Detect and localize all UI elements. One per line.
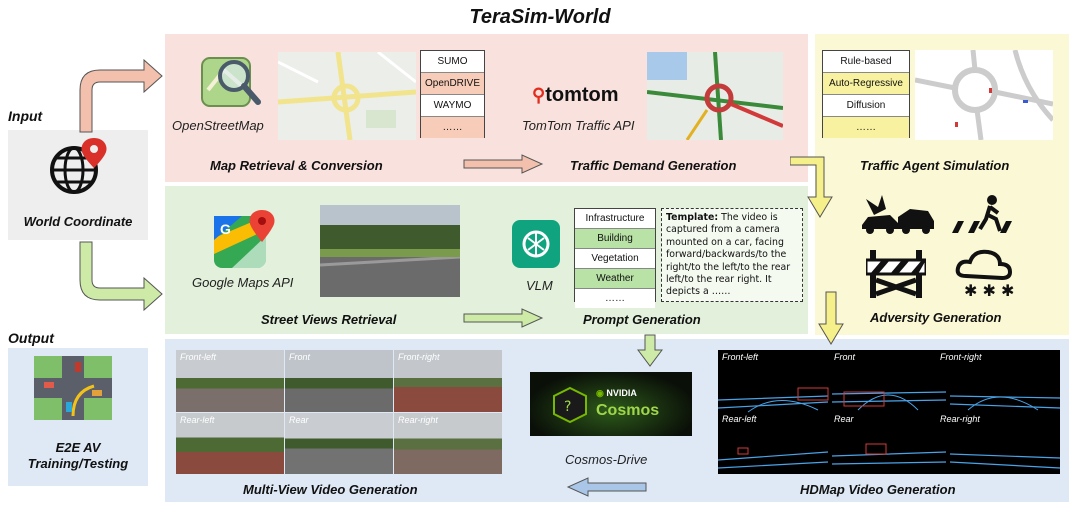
camera-view-rear: Rear	[285, 413, 393, 474]
nvidia-brand: ◉ NVIDIA	[596, 388, 637, 399]
map-retrieval-stage-label: Map Retrieval & Conversion	[210, 158, 383, 173]
camera-label: Front	[289, 352, 311, 362]
openstreetmap-logo-icon	[201, 57, 261, 107]
method-more: ……	[823, 117, 909, 138]
method-auto-regressive: Auto-Regressive	[823, 73, 909, 95]
hdmap-label-rear: Rear	[834, 414, 854, 424]
method-diffusion: Diffusion	[823, 95, 909, 117]
agent-method-table: Rule-based Auto-Regressive Diffusion ……	[822, 50, 910, 138]
snow-cloud-icon: ✱ ✱ ✱	[955, 249, 1014, 298]
tomtom-wordmark: tomtom	[545, 84, 619, 106]
tomtom-logo: ⚲tomtom	[532, 84, 619, 107]
street-to-prompt-arrow	[463, 308, 544, 328]
output-box: E2E AV Training/Testing	[8, 348, 148, 486]
camera-label: Rear-right	[398, 415, 438, 425]
page-title: TeraSim-World	[469, 6, 611, 28]
camera-view-front-left: Front-left	[176, 350, 284, 412]
input-label: Input	[8, 108, 43, 124]
hdmap-label-front-left: Front-left	[722, 352, 759, 362]
prompt-to-cosmos-arrow	[637, 334, 663, 367]
tomtom-label: TomTom Traffic API	[522, 118, 635, 133]
google-maps-logo-icon: G	[214, 210, 275, 268]
format-waymo: WAYMO	[421, 95, 484, 117]
attribute-more: ……	[575, 289, 655, 308]
prompt-generation-stage-label: Prompt Generation	[583, 312, 701, 327]
chatgpt-logo-icon	[512, 220, 560, 268]
hdmap-label-front: Front	[834, 352, 856, 362]
agent-simulation-map-image	[915, 50, 1053, 140]
format-sumo: SUMO	[421, 51, 484, 73]
scene-attribute-table: Infrastructure Building Vegetation Weath…	[574, 208, 656, 308]
attribute-weather: Weather	[575, 269, 655, 289]
nvidia-brand-text: NVIDIA	[606, 388, 637, 398]
cosmos-drive-label: Cosmos-Drive	[565, 452, 648, 467]
openstreetmap-label: OpenStreetMap	[172, 118, 264, 133]
cosmos-to-multiview-arrow	[566, 477, 647, 497]
intersection-scene-icon	[34, 356, 112, 420]
input-arrow-down	[79, 241, 163, 312]
output-box-label: E2E AV Training/Testing	[27, 440, 129, 471]
agent-simulation-stage-label: Traffic Agent Simulation	[860, 158, 1010, 173]
hdmap-label-rear-right: Rear-right	[940, 414, 980, 424]
camera-label: Front-left	[180, 352, 217, 362]
attribute-vegetation: Vegetation	[575, 249, 655, 269]
method-rule-based: Rule-based	[823, 51, 909, 73]
input-arrow-up	[79, 58, 163, 133]
hdmap-video-grid: Front-left Front Front-right Rear-left R…	[718, 350, 1060, 474]
street-views-stage-label: Street Views Retrieval	[261, 312, 397, 327]
vlm-label: VLM	[526, 278, 553, 293]
tomtom-pin-icon: ⚲	[532, 85, 546, 105]
svg-text:✱ ✱ ✱: ✱ ✱ ✱	[964, 281, 1014, 298]
world-coordinate-box: World Coordinate	[8, 130, 148, 240]
street-view-photo	[320, 205, 460, 297]
camera-view-front-right: Front-right	[394, 350, 502, 412]
camera-label: Front-right	[398, 352, 440, 362]
output-label: Output	[8, 330, 54, 346]
template-body: The video is captured from a camera moun…	[666, 212, 791, 298]
road-barrier-icon	[866, 250, 926, 298]
globe-pin-icon	[50, 138, 107, 194]
template-heading: Template:	[666, 212, 719, 223]
traffic-demand-stage-label: Traffic Demand Generation	[570, 158, 737, 173]
camera-label: Rear-left	[180, 415, 215, 425]
prompt-template-box: Template: The video is captured from a c…	[661, 208, 803, 302]
format-opendrive: OpenDRIVE	[421, 73, 484, 95]
multiview-stage-label: Multi-View Video Generation	[243, 482, 418, 497]
format-more: ……	[421, 117, 484, 138]
google-maps-label: Google Maps API	[192, 275, 294, 290]
adversity-stage-label: Adversity Generation	[870, 310, 1002, 325]
map-to-demand-arrow	[463, 154, 544, 174]
svg-text:?: ?	[564, 399, 571, 415]
svg-text:G: G	[220, 221, 231, 237]
camera-label: Rear	[289, 415, 309, 425]
pedestrian-crossing-icon	[952, 195, 1012, 233]
hdmap-lanes-graphic	[718, 387, 1060, 469]
hdmap-stage-label: HDMap Video Generation	[800, 482, 956, 497]
car-crash-icon	[862, 195, 934, 234]
hdmap-label-front-right: Front-right	[940, 352, 982, 362]
map-format-table: SUMO OpenDRIVE WAYMO ……	[420, 50, 485, 138]
camera-view-front: Front	[285, 350, 393, 412]
multiview-video-grid: Front-left Front Front-right Rear-left R…	[176, 350, 502, 474]
cosmos-logo-box: ? ◉ NVIDIA Cosmos	[530, 372, 692, 436]
cosmos-cube-icon: ?	[553, 386, 587, 424]
camera-view-rear-left: Rear-left	[176, 413, 284, 474]
tomtom-traffic-map-image	[647, 52, 783, 140]
world-coordinate-label: World Coordinate	[23, 214, 133, 229]
attribute-infrastructure: Infrastructure	[575, 209, 655, 229]
demand-to-agent-arrow	[790, 156, 833, 218]
hdmap-label-rear-left: Rear-left	[722, 414, 757, 424]
osm-map-image	[278, 52, 416, 140]
adversity-to-hdmap-arrow	[818, 291, 844, 345]
attribute-building: Building	[575, 229, 655, 249]
cosmos-wordmark: Cosmos	[596, 402, 660, 419]
nvidia-eye-icon: ◉	[596, 388, 604, 398]
camera-view-rear-right: Rear-right	[394, 413, 502, 474]
